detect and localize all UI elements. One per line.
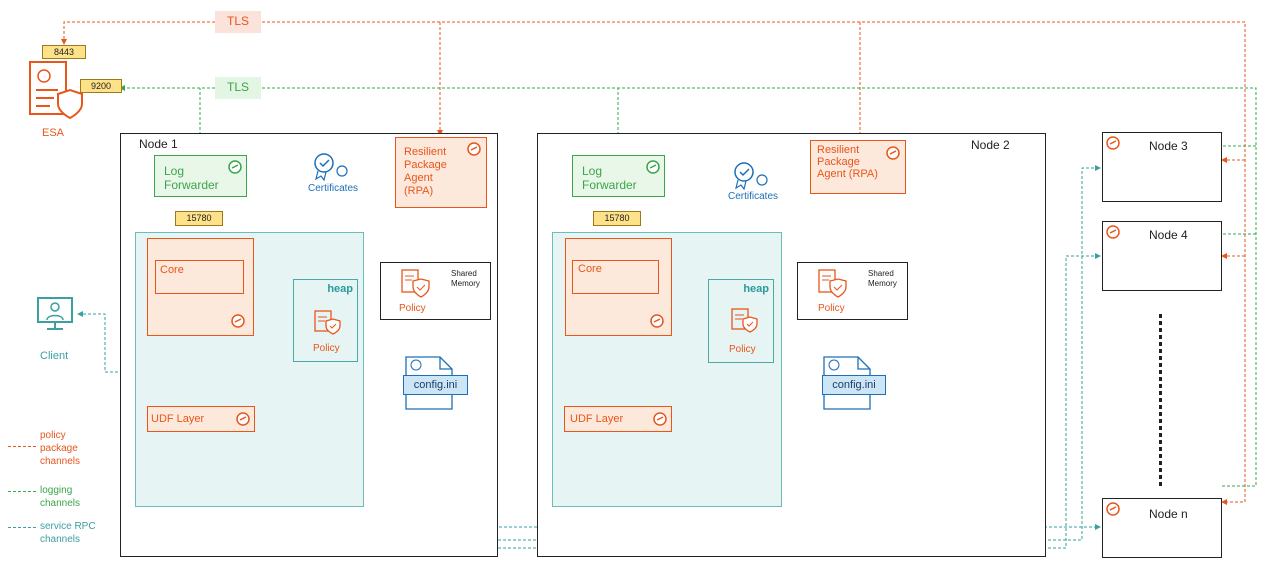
legend-swatch-rpc [8, 527, 36, 528]
component-badge-icon [236, 412, 250, 426]
component-badge-icon [653, 412, 667, 426]
component-badge-icon [1106, 136, 1120, 150]
node-2-shared-memory-label: Shared Memory [868, 269, 897, 288]
component-badge-icon [1106, 502, 1120, 516]
node-3-frame[interactable]: Node 3 [1102, 132, 1222, 202]
node-1-log-forwarder-label: Log Forwarder [164, 164, 219, 192]
policy-shield-icon [818, 269, 847, 298]
node-1-udf-layer[interactable]: UDF Layer [147, 406, 255, 432]
legend-label-logging: logging channels [40, 485, 81, 509]
legend-label-policy: policy package channels [40, 430, 81, 467]
node-2-udf-label: UDF Layer [570, 413, 624, 425]
node-n-title: Node n [1149, 507, 1188, 521]
component-badge-icon [467, 142, 481, 156]
node-2-udf-layer[interactable]: UDF Layer [564, 406, 672, 432]
legend-label-rpc: service RPC channels [40, 521, 96, 545]
legend: policy package channels logging channels… [4, 428, 114, 548]
esa-policy-port: 8443 [42, 45, 86, 59]
node-1-log-forwarder[interactable]: Log Forwarder [154, 155, 247, 197]
node-1-config[interactable]: config.ini [403, 375, 468, 395]
node-2-title: Node 2 [971, 138, 1010, 152]
policy-shield-icon [401, 269, 430, 298]
esa-log-port: 9200 [80, 79, 122, 93]
node-1-title: Node 1 [139, 137, 178, 151]
component-badge-icon [650, 314, 664, 328]
tls-label-logging: TLS [215, 77, 261, 99]
node-4-title: Node 4 [1149, 228, 1188, 242]
node-2-certificates-label: Certificates [728, 191, 779, 202]
node-2-heap-policy-label: Policy [729, 344, 756, 355]
node-1-heap: heap Policy [293, 279, 358, 362]
component-badge-icon [886, 146, 900, 160]
legend-swatch-logging [8, 491, 36, 492]
node-1-rpa-label: Resilient Package Agent (RPA) [404, 146, 447, 197]
node-2-heap: heap Policy [708, 279, 774, 363]
client-monitor-icon [37, 297, 73, 330]
node-2-shared-memory: Shared Memory Policy [797, 262, 908, 320]
node-1-rpa[interactable]: Resilient Package Agent (RPA) [395, 137, 487, 208]
node-2-port: 15780 [593, 211, 641, 226]
node-1-port: 15780 [175, 211, 223, 226]
node-1-shared-policy-label: Policy [399, 303, 426, 314]
security-server-icon [29, 61, 83, 120]
node-2-heap-label: heap [743, 283, 769, 295]
component-badge-icon [1106, 225, 1120, 239]
node-2-shared-policy-label: Policy [818, 303, 845, 314]
policy-shield-icon [314, 310, 341, 335]
node-3-title: Node 3 [1149, 139, 1188, 153]
component-badge-icon [228, 160, 242, 174]
certificate-icon [314, 153, 348, 181]
policy-shield-icon [731, 308, 758, 333]
node-2-log-forwarder-label: Log Forwarder [582, 164, 637, 192]
node-2-config[interactable]: config.ini [822, 375, 886, 395]
node-2-log-forwarder[interactable]: Log Forwarder [572, 155, 665, 197]
node-1-certificates-label: Certificates [308, 183, 359, 194]
esa-label: ESA [42, 127, 65, 139]
node-1-core[interactable]: Core [155, 260, 244, 294]
node-4-frame[interactable]: Node 4 [1102, 221, 1222, 291]
node-2-rpa-label: Resilient Package Agent (RPA) [817, 144, 878, 180]
node-1-heap-label: heap [327, 283, 353, 295]
node-1-shared-memory: Shared Memory Policy [380, 262, 491, 320]
node-2-rpa[interactable]: Resilient Package Agent (RPA) [810, 140, 906, 194]
legend-swatch-policy [8, 446, 36, 447]
component-badge-icon [646, 160, 660, 174]
node-1-udf-label: UDF Layer [151, 413, 205, 425]
client-label: Client [40, 350, 69, 362]
node-1-shared-memory-label: Shared Memory [451, 269, 480, 288]
node-1-heap-policy-label: Policy [313, 343, 340, 354]
tls-label-policy: TLS [215, 11, 261, 33]
node-n-frame[interactable]: Node n [1102, 498, 1222, 558]
more-nodes-ellipsis [1159, 314, 1162, 486]
node-2-core[interactable]: Core [572, 260, 659, 294]
certificate-icon [734, 162, 768, 190]
component-badge-icon [231, 314, 245, 328]
